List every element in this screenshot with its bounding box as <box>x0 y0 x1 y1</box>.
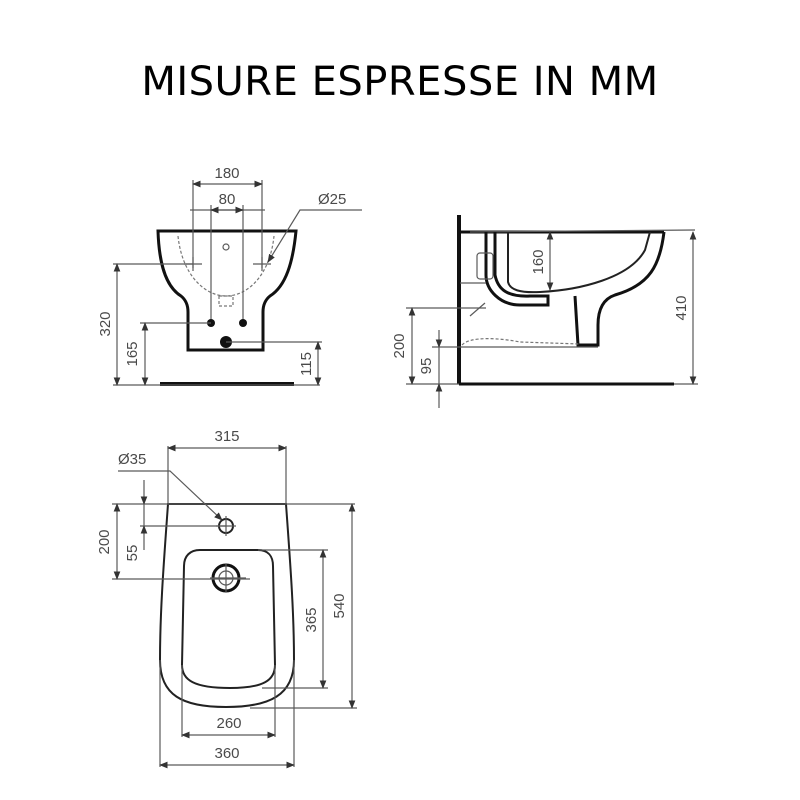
dim-315: 315 <box>214 428 239 445</box>
front-view: 180 80 Ø25 320 165 115 <box>97 165 362 386</box>
dim-80: 80 <box>219 191 236 208</box>
dim-55: 55 <box>124 545 141 562</box>
dim-540: 540 <box>331 593 348 618</box>
front-inlet-right-icon <box>253 257 271 271</box>
top-body-outline <box>158 503 296 709</box>
front-body-outline <box>156 229 298 352</box>
dim-95: 95 <box>418 358 435 375</box>
top-bowl-outline <box>180 549 277 690</box>
dim-180: 180 <box>214 165 239 182</box>
dim-diameter-35: Ø35 <box>118 451 146 468</box>
front-bowl-dashed <box>177 235 275 297</box>
dim-200-top: 200 <box>96 529 113 554</box>
dim-320: 320 <box>97 311 114 336</box>
dim-diameter-25: Ø25 <box>318 191 346 208</box>
front-tap-hole <box>222 243 230 251</box>
dim-365: 365 <box>303 607 320 632</box>
page-title: MISURE ESPRESSE IN MM <box>141 59 659 105</box>
dim-260: 260 <box>216 715 241 732</box>
dim-165: 165 <box>124 341 141 366</box>
dim-115: 115 <box>298 352 315 376</box>
front-supply-right <box>239 319 247 327</box>
dim-360: 360 <box>214 745 239 762</box>
side-view: 160 410 200 95 <box>391 215 698 408</box>
dim-410: 410 <box>673 295 690 320</box>
dim-160: 160 <box>530 249 547 274</box>
front-drain-dashed <box>218 295 234 307</box>
dim-200-side: 200 <box>391 333 408 358</box>
top-view: 315 Ø35 55 200 365 540 260 360 <box>96 428 357 769</box>
